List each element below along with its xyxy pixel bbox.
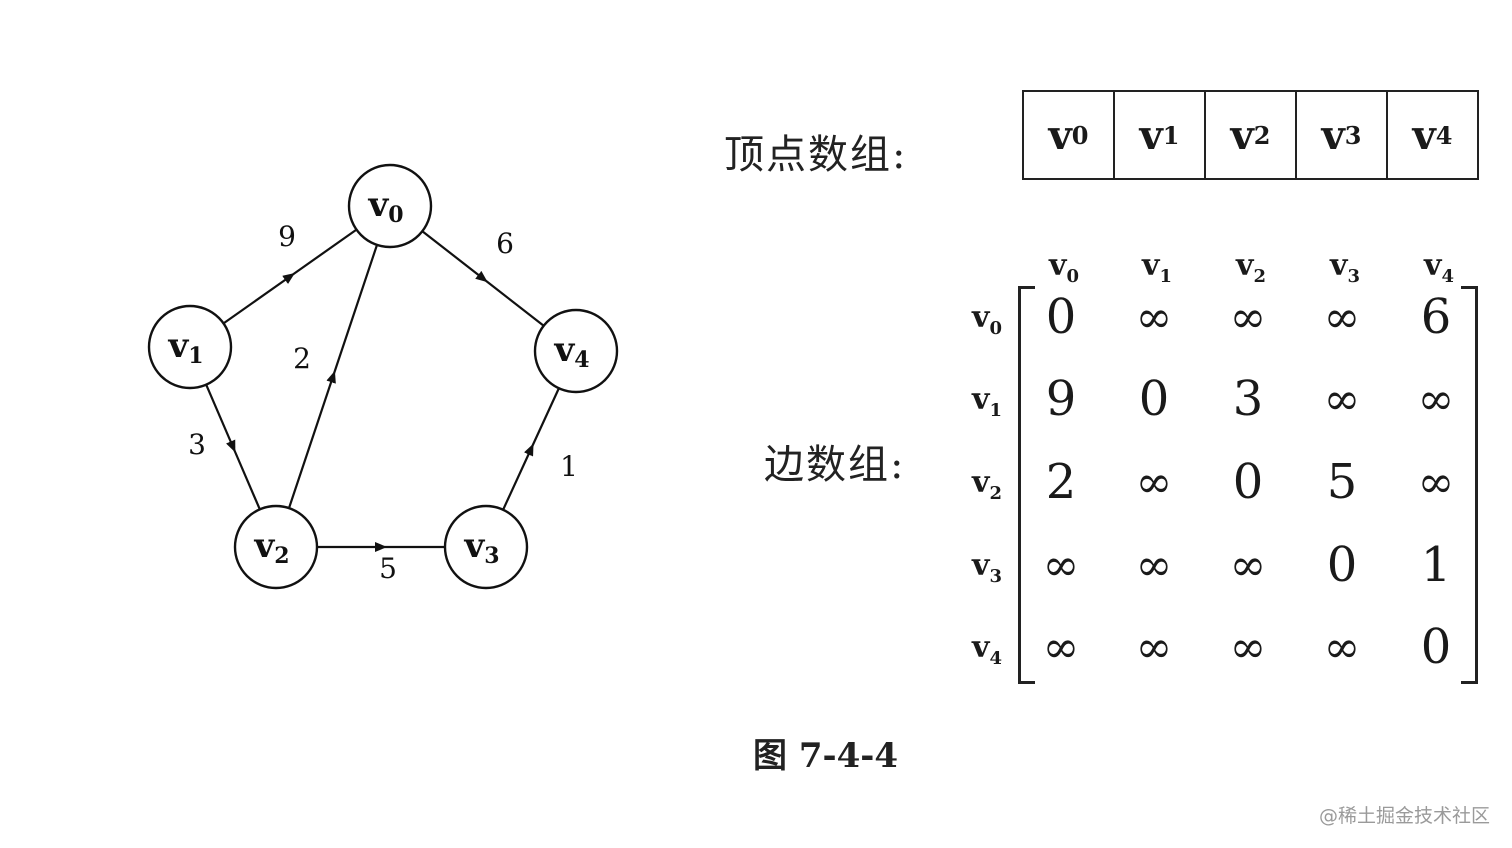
watermark: @稀土掘金技术社区 <box>1318 805 1490 827</box>
edge-line <box>287 370 336 509</box>
vertex-v2: v2 <box>233 504 319 590</box>
edge-line <box>502 443 534 511</box>
matrix-cell: 2 <box>1045 454 1077 510</box>
edge-line <box>289 228 358 278</box>
edge-line <box>331 244 379 377</box>
matrix-row-header: v3 <box>972 548 1002 587</box>
vertex-v1: v1 <box>147 304 233 390</box>
edge-weight-label: 1 <box>560 450 578 483</box>
matrix-row-header: v4 <box>972 630 1002 669</box>
matrix-cell: 0 <box>1138 371 1170 427</box>
vertex-circle <box>233 504 319 590</box>
edge-line <box>482 277 545 327</box>
matrix-cell: 0 <box>1232 454 1264 510</box>
matrix-col-header: v0 <box>1049 248 1079 287</box>
edge-v3-v4: 1 <box>502 387 578 511</box>
edge-v2-v3: 5 <box>317 542 445 585</box>
edge-weight-label: 9 <box>278 220 296 253</box>
matrix-cell: 1 <box>1420 537 1452 593</box>
matrix-cell: ∞ <box>1323 373 1361 425</box>
matrix-cell: 5 <box>1326 454 1358 510</box>
edge-weight-label: 2 <box>293 342 311 375</box>
vertex-label: v0 <box>367 185 403 228</box>
figure-caption: 图 7-4-4 <box>753 736 899 776</box>
edge-line <box>421 230 488 283</box>
matrix-row-header: v0 <box>972 300 1002 339</box>
matrix-cell: ∞ <box>1323 621 1361 673</box>
matrix-cell: ∞ <box>1135 621 1173 673</box>
edge-v1-v0: 9 <box>222 220 358 325</box>
edge-weight-label: 6 <box>496 227 514 260</box>
edge-v2-v0: 2 <box>287 244 379 509</box>
matrix-cell: ∞ <box>1042 621 1080 673</box>
matrix-cell: 9 <box>1045 371 1077 427</box>
matrix-cell: ∞ <box>1135 539 1173 591</box>
matrix-cell: ∞ <box>1229 539 1267 591</box>
edge-v0-v4: 6 <box>421 227 545 327</box>
directed-graph: 9 6 2 3 5 1 v0 v1 v2 v3 v4 <box>147 163 619 590</box>
matrix-col-header: v3 <box>1330 248 1360 287</box>
matrix-cell: 6 <box>1420 289 1452 345</box>
edge-line <box>530 387 560 450</box>
edge-weight-label: 5 <box>379 552 397 585</box>
matrix-col-header: v1 <box>1142 248 1172 287</box>
vertex-circle <box>533 308 619 394</box>
edge-line <box>231 446 261 510</box>
vertex-v3: v3 <box>443 504 529 590</box>
vertex-v0: v0 <box>347 163 433 249</box>
edge-line <box>222 273 295 325</box>
matrix-cell: ∞ <box>1229 621 1267 673</box>
edge-weight-label: 3 <box>188 428 206 461</box>
matrix-cell: ∞ <box>1229 291 1267 343</box>
matrix-col-header: v4 <box>1424 248 1454 287</box>
matrix-col-header: v2 <box>1236 248 1266 287</box>
edge-line <box>205 384 236 453</box>
matrix-cell: ∞ <box>1135 291 1173 343</box>
matrix-right-bracket <box>1461 286 1478 684</box>
vertex-circle <box>347 163 433 249</box>
matrix-cell: ∞ <box>1135 456 1173 508</box>
edge-array-label: 边数组: <box>764 442 906 488</box>
matrix-cell: ∞ <box>1417 373 1455 425</box>
matrix-cell: 0 <box>1045 289 1077 345</box>
vertex-circle <box>147 304 233 390</box>
vertex-v4: v4 <box>533 308 619 394</box>
vertex-label: v2 <box>253 526 289 569</box>
matrix-row-header: v1 <box>972 382 1002 421</box>
edge-v1-v2: 3 <box>188 384 261 510</box>
vertex-circle <box>443 504 529 590</box>
matrix-cell: 0 <box>1420 619 1452 675</box>
matrix-cell: ∞ <box>1417 456 1455 508</box>
matrix-cell: ∞ <box>1042 539 1080 591</box>
matrix-left-bracket <box>1018 286 1035 684</box>
matrix-cell: 3 <box>1232 371 1264 427</box>
matrix-cell: ∞ <box>1323 291 1361 343</box>
vertex-array-label: 顶点数组: <box>724 132 908 178</box>
matrix-cell: 0 <box>1326 537 1358 593</box>
matrix-row-header: v2 <box>972 465 1002 504</box>
